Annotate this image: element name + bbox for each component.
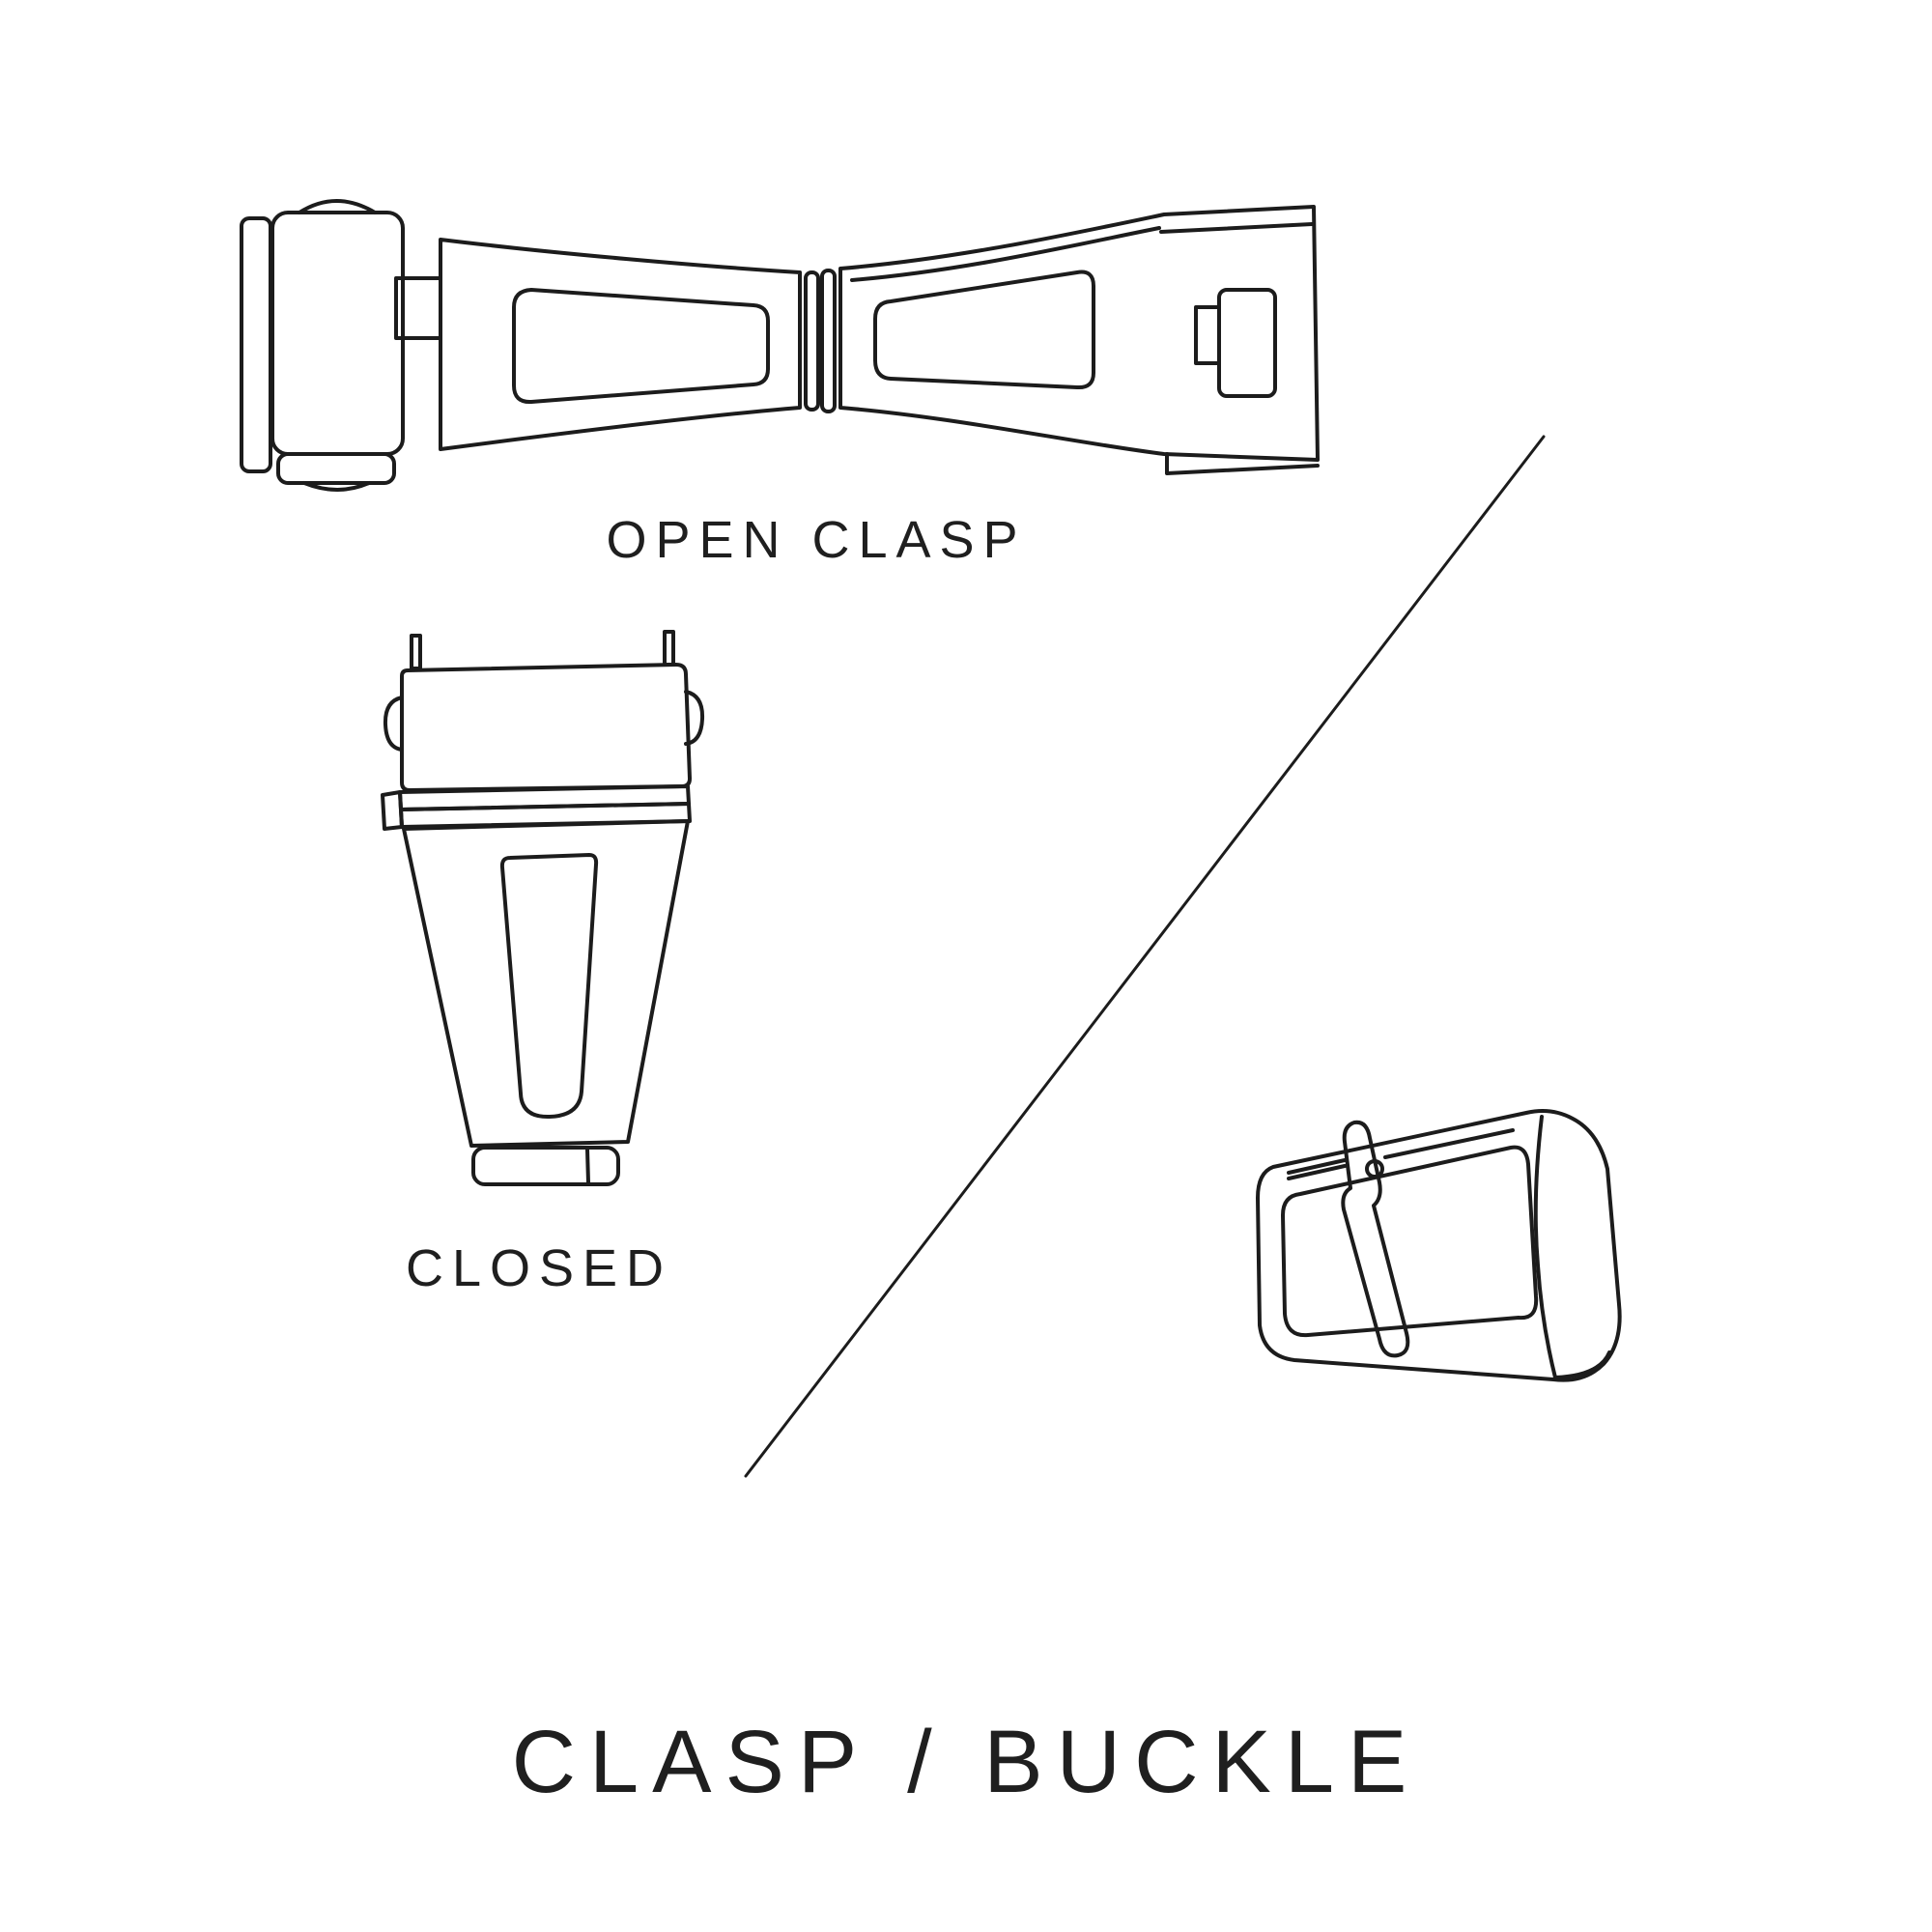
closed-clasp-body xyxy=(402,819,690,1148)
buckle-tongue xyxy=(1341,1120,1410,1358)
closed-clasp-prongs xyxy=(410,630,675,670)
open-clasp-label: OPEN CLASP xyxy=(606,511,1027,569)
closed-clasp-illustration xyxy=(381,630,705,1186)
open-clasp-illustration xyxy=(240,199,1320,492)
clasp-center-hinge xyxy=(804,269,837,413)
clasp-left-endlink xyxy=(240,199,442,492)
divider-line-stroke xyxy=(744,435,1546,1478)
page-title: CLASP / BUCKLE xyxy=(511,1713,1421,1811)
closed-clasp-top-block xyxy=(383,663,705,792)
buckle-frame xyxy=(1256,1109,1622,1382)
closed-clasp-label: CLOSED xyxy=(405,1239,673,1297)
closed-clasp-bottom-bar xyxy=(471,1146,620,1186)
buckle-illustration xyxy=(1256,1109,1622,1382)
clasp-left-arm xyxy=(439,238,802,451)
clasp-right-arm xyxy=(838,205,1320,475)
buckle-axle xyxy=(1287,1128,1515,1180)
